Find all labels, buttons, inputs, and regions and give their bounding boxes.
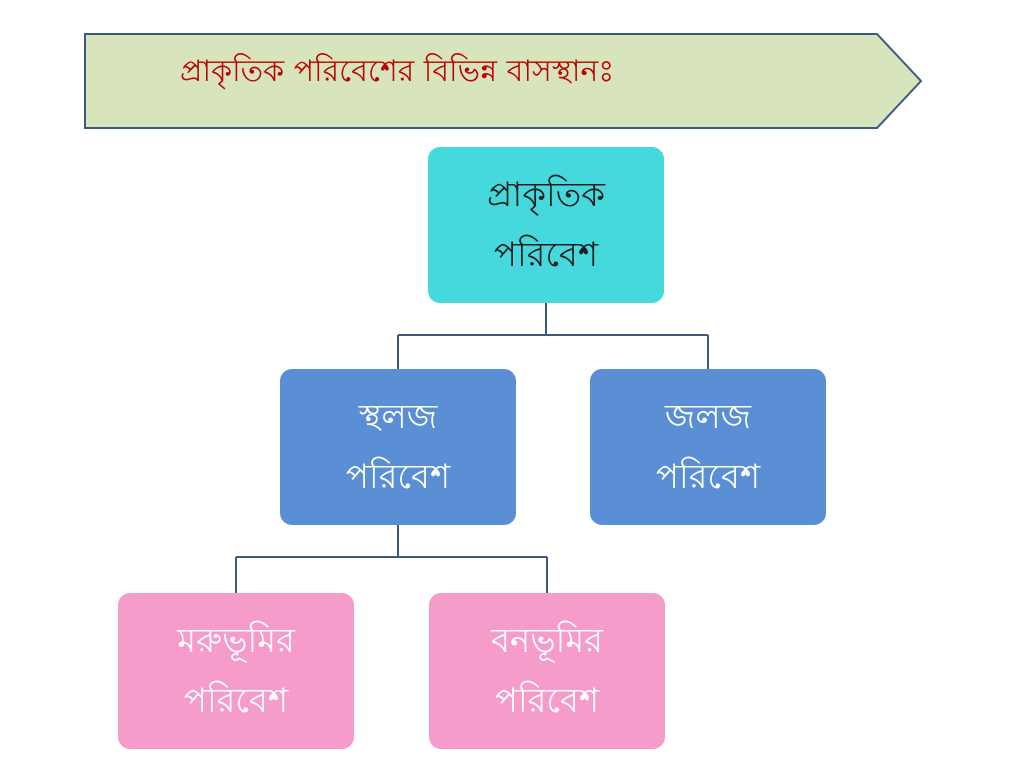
node-label-line1: মরুভূমির bbox=[177, 621, 295, 661]
node-water-environment: জলজ পরিবেশ bbox=[590, 369, 826, 525]
node-desert-environment: মরুভূমির পরিবেশ bbox=[118, 593, 354, 749]
banner-arrow-shape bbox=[84, 33, 923, 129]
node-label-line1: বনভূমির bbox=[491, 621, 603, 661]
node-label-line2: পরিবেশ bbox=[183, 681, 289, 721]
banner-title: প্রাকৃতিক পরিবেশের বিভিন্ন বাসস্থানঃ bbox=[180, 54, 615, 89]
title-banner bbox=[84, 33, 923, 129]
node-label-line1: প্রাকৃতিক bbox=[486, 175, 606, 215]
node-label-line1: স্থলজ bbox=[358, 397, 438, 437]
node-land-environment: স্থলজ পরিবেশ bbox=[280, 369, 516, 525]
node-forest-environment: বনভূমির পরিবেশ bbox=[429, 593, 665, 749]
node-label-line1: জলজ bbox=[664, 397, 752, 437]
node-label-line2: পরিবেশ bbox=[655, 457, 761, 497]
node-label-line2: পরিবেশ bbox=[493, 235, 599, 275]
node-label-line2: পরিবেশ bbox=[494, 681, 600, 721]
node-label-line2: পরিবেশ bbox=[345, 457, 451, 497]
node-natural-environment: প্রাকৃতিক পরিবেশ bbox=[428, 147, 664, 303]
